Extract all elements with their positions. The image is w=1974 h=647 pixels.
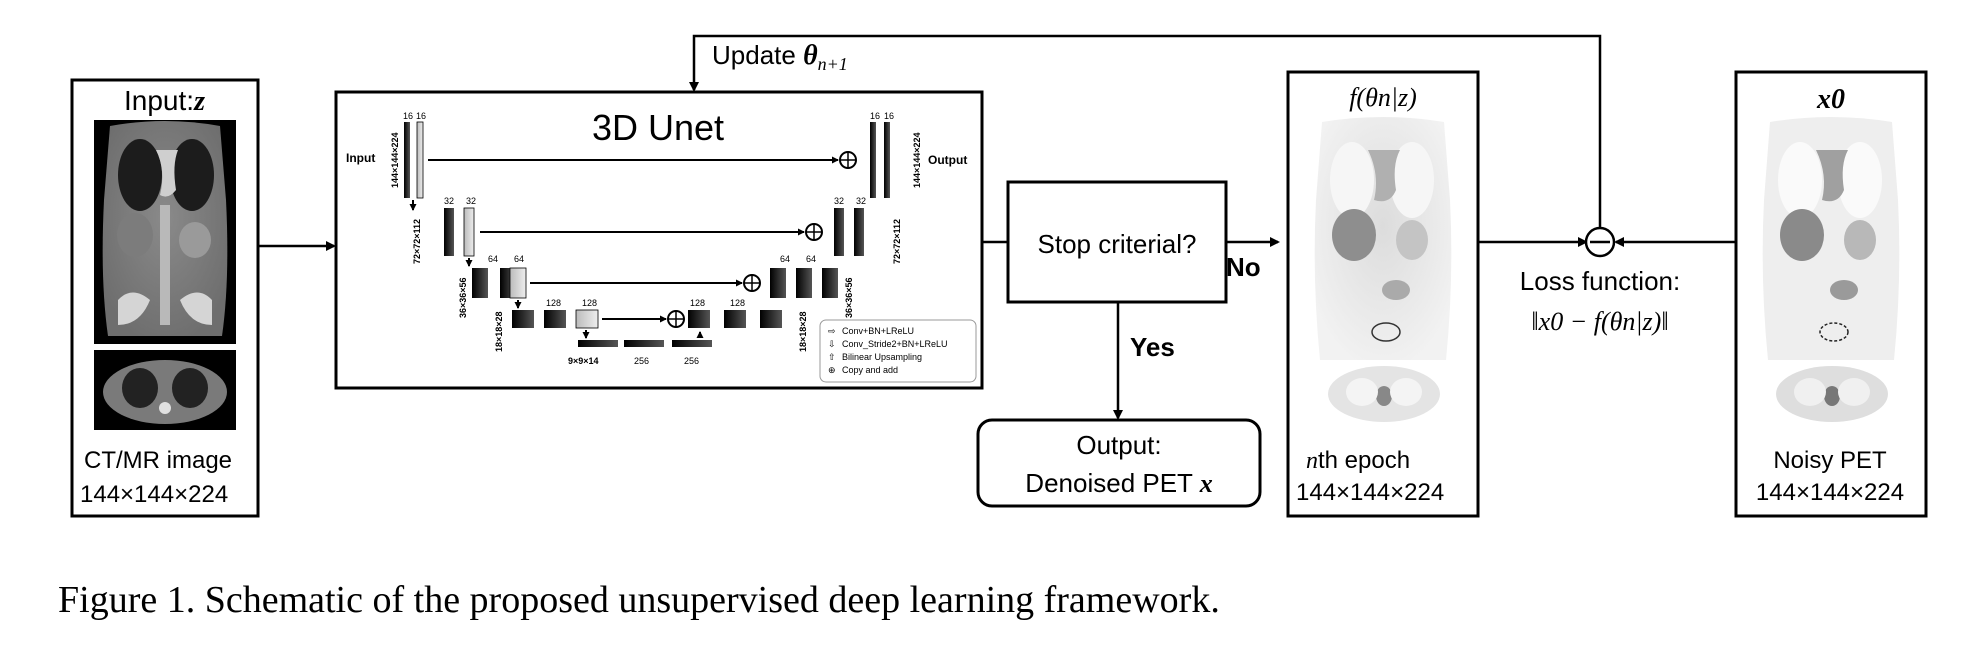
input-panel: Input:z CT/MR image 144×144×224 [70,78,260,518]
ch-64-d: 64 [806,254,816,264]
bottleneck-block-c [672,340,712,347]
nth-epoch-panel: f(θn|z) nth epoch 144×144×224 [1286,70,1480,518]
minus-node [1584,226,1616,258]
ch-32-b: 32 [466,196,476,206]
enc4-block-a [512,310,534,328]
pet-noisy-axial-image [1776,366,1888,422]
dim-level3-enc: 36×36×56 [458,277,468,318]
dim-level5: 9×9×14 [568,356,599,366]
dec3-block-a [770,268,786,298]
svg-text:⇧: ⇧ [828,352,836,362]
nth-panel-title: f(θn|z) [1349,83,1417,112]
ch-64-c: 64 [780,254,790,264]
unet-legend: ⇨ Conv+BN+LReLU ⇩ Conv_Stride2+BN+LReLU … [819,319,977,383]
enc4-block-b [544,310,566,328]
stop-criteria-text: Stop criterial? [1038,229,1197,259]
output-box-line1: Output: [1076,430,1161,460]
yes-label: Yes [1130,332,1175,362]
enc4-block-c [575,309,599,329]
enc1-block-a [404,122,410,198]
ch-64-b: 64 [514,254,524,264]
pet-denoised-coronal-image [1314,117,1452,360]
nth-panel-caption-epoch: nth epoch [1306,447,1410,474]
update-loop-arrow [689,34,1602,232]
dim-level1-enc: 144×144×224 [390,132,400,188]
loss-function-formula: ‖x0 − f(θn|z)‖ [1531,307,1668,336]
enc1-block-b [416,121,424,199]
dec1-block-a [870,122,876,198]
ch-64-a: 64 [488,254,498,264]
enc3-block-a [472,268,488,298]
no-label: No [1226,252,1261,282]
dec2-block-a [834,208,844,256]
ch-16-a: 16 [403,111,413,121]
dec4-block-c [760,310,782,328]
update-label: Update θn+1 [712,40,848,74]
ch-128-c: 128 [690,298,705,308]
ct-axial-image [94,350,236,430]
dim-level3-dec: 36×36×56 [844,277,854,318]
unet-panel: 3D Unet Input 144×144×224 16 16 16 16 14… [334,90,984,390]
noisy-panel-title: x0 [1816,84,1845,115]
dim-level4-dec: 18×18×28 [798,311,808,352]
svg-text:⊕: ⊕ [828,365,836,375]
enc2-block-b [463,207,475,257]
ch-32-c: 32 [834,196,844,206]
legend-conv: Conv+BN+LReLU [842,326,914,336]
unet-input-label: Input [346,151,375,165]
legend-conv-stride: Conv_Stride2+BN+LReLU [842,339,948,349]
legend-upsampling: Bilinear Upsampling [842,352,922,362]
bottleneck-block-b [624,340,664,347]
nth-panel-caption-size: 144×144×224 [1296,479,1444,506]
ch-128-a: 128 [546,298,561,308]
unet-title: 3D Unet [592,107,724,148]
dec2-block-b [854,208,864,256]
input-caption-size: 144×144×224 [80,481,228,508]
ch-128-b: 128 [582,298,597,308]
ch-16-c: 16 [870,111,880,121]
noisy-panel-caption-size: 144×144×224 [1756,479,1904,506]
dec3-block-b [796,268,812,298]
svg-text:⇩: ⇩ [828,339,836,349]
dec1-block-b [884,122,890,198]
ch-16-b: 16 [416,111,426,121]
bottleneck-block-a [578,340,618,347]
pet-noisy-coronal-image [1762,117,1900,360]
loss-function-label: Loss function: [1520,266,1680,296]
enc3-block-c [509,267,527,299]
ct-coronal-image [94,120,236,344]
noisy-pet-panel: x0 Noisy PET 144×144×224 [1734,70,1928,518]
input-label: Input:z [124,85,205,117]
enc2-block-a [444,208,454,256]
output-box-line2: Denoised PET x [1025,468,1212,498]
dec3-block-c [822,268,838,298]
dec4-block-a [688,310,710,328]
legend-copy-add: Copy and add [842,365,898,375]
ch-32-a: 32 [444,196,454,206]
ch-32-d: 32 [856,196,866,206]
ch-128-d: 128 [730,298,745,308]
unet-output-label: Output [928,153,967,167]
ch-256-b: 256 [684,356,699,366]
ch-16-d: 16 [884,111,894,121]
input-caption-modality: CT/MR image [84,447,232,474]
ch-256-a: 256 [634,356,649,366]
figure-caption: Figure 1. Schematic of the proposed unsu… [58,579,1220,621]
dec4-block-b [724,310,746,328]
dim-level2-enc: 72×72×112 [412,219,422,264]
output-box: Output: Denoised PET x [976,418,1262,508]
dim-level1-dec: 144×144×224 [912,132,922,188]
noisy-panel-caption-label: Noisy PET [1773,447,1887,474]
stop-criteria-box: Stop criterial? [1006,180,1228,304]
dim-level4-enc: 18×18×28 [494,311,504,352]
dim-level2-dec: 72×72×112 [892,219,902,264]
svg-text:⇨: ⇨ [828,326,836,336]
pet-denoised-axial-image [1328,366,1440,422]
